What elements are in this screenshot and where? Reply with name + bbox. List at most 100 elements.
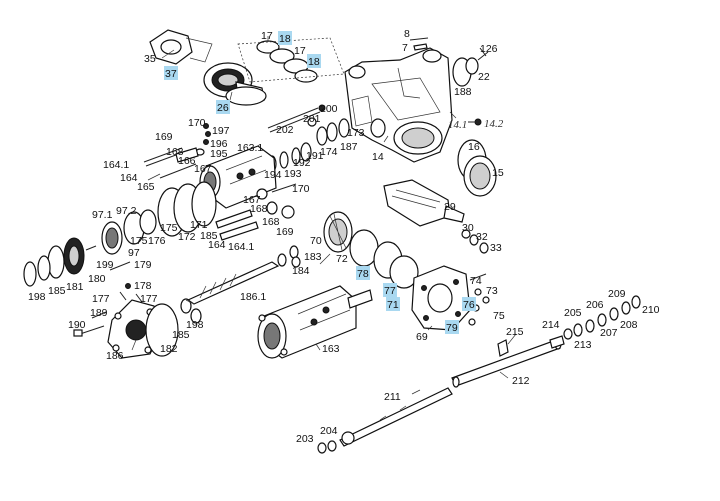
label-164-1b: 164.1 — [228, 241, 254, 253]
label-164-1a: 164.1 — [103, 159, 129, 171]
label-26: 26 — [217, 102, 229, 114]
label-71: 71 — [387, 299, 399, 311]
label-14-1: 14.1 — [448, 119, 467, 131]
label-212: 212 — [512, 375, 530, 387]
label-180: 180 — [88, 273, 106, 285]
label-163: 163 — [322, 343, 340, 355]
label-194: 194 — [264, 169, 282, 181]
label-167a: 167 — [194, 163, 212, 175]
label-184: 184 — [292, 265, 310, 277]
label-215: 215 — [506, 326, 524, 338]
pins-199-179 — [109, 261, 143, 303]
housing-14 — [344, 47, 453, 163]
label-78: 78 — [357, 268, 369, 280]
label-178: 178 — [134, 280, 152, 292]
label-195: 195 — [210, 148, 228, 160]
label-190: 190 — [68, 319, 86, 331]
label-69: 69 — [416, 331, 428, 343]
label-97: 97 — [128, 247, 140, 259]
label-183: 183 — [304, 251, 322, 263]
spring-parts-165-164 — [215, 183, 297, 241]
label-15: 15 — [492, 167, 504, 179]
seal-22-188 — [452, 47, 489, 87]
label-17b: 17 — [294, 45, 306, 57]
label-210: 210 — [642, 304, 660, 316]
spring-202 — [267, 104, 326, 133]
label-170a: 170 — [188, 117, 206, 129]
label-198a: 198 — [28, 291, 46, 303]
label-193: 193 — [284, 168, 302, 180]
label-168a: 168 — [166, 146, 184, 158]
label-202: 202 — [276, 124, 294, 136]
label-187: 187 — [340, 141, 358, 153]
label-97-1: 97.1 — [92, 209, 113, 221]
label-171: 171 — [190, 219, 208, 231]
cylinder-163 — [257, 285, 373, 359]
label-77: 77 — [384, 285, 396, 297]
screws-164-168 — [143, 147, 199, 179]
label-17a: 17 — [261, 30, 273, 42]
pin-8-7 — [409, 37, 429, 51]
label-204: 204 — [320, 425, 338, 437]
label-206: 206 — [586, 299, 604, 311]
label-185b: 185 — [48, 285, 66, 297]
label-70: 70 — [310, 235, 322, 247]
label-186: 186 — [106, 350, 124, 362]
label-73: 73 — [486, 285, 498, 297]
label-198b: 198 — [186, 319, 204, 331]
label-170b: 170 — [292, 183, 310, 195]
label-76: 76 — [463, 299, 475, 311]
label-179: 179 — [134, 259, 152, 271]
label-185a: 185 — [200, 230, 218, 242]
label-214: 214 — [542, 319, 560, 331]
label-197: 197 — [212, 125, 230, 137]
label-188: 188 — [454, 86, 472, 98]
label-174: 174 — [320, 146, 338, 158]
label-165: 165 — [137, 181, 155, 193]
label-182: 182 — [160, 343, 178, 355]
leader-lines — [131, 36, 517, 395]
small-parts-170-197 — [195, 123, 211, 156]
part-labels: 35 37 26 17 18 17 18 8 7 126 22 188 170 … — [28, 28, 660, 445]
label-75: 75 — [493, 310, 505, 322]
label-32: 32 — [476, 231, 488, 243]
label-177b: 177 — [140, 293, 158, 305]
label-29: 29 — [444, 201, 456, 213]
highlight-boxes — [164, 31, 476, 334]
label-169a: 169 — [155, 131, 173, 143]
label-8: 8 — [404, 28, 410, 40]
label-22: 22 — [478, 71, 490, 83]
label-173: 173 — [347, 127, 365, 139]
label-185c: 185 — [172, 329, 190, 341]
label-74: 74 — [470, 275, 482, 287]
cover-16-15 — [457, 139, 497, 197]
label-16: 16 — [468, 141, 480, 153]
label-186-1: 186.1 — [240, 291, 266, 303]
label-18b: 18 — [308, 56, 320, 68]
label-200: 200 — [320, 103, 338, 115]
label-201: 201 — [303, 113, 321, 125]
bearing-181 — [23, 237, 85, 287]
screw-14-1 — [468, 118, 482, 126]
label-33: 33 — [490, 242, 502, 254]
rings-213-210 — [563, 295, 641, 340]
label-196: 196 — [210, 138, 228, 150]
label-192: 192 — [293, 157, 311, 169]
label-37: 37 — [165, 68, 177, 80]
label-191: 191 — [306, 150, 324, 162]
rings-17-18 — [237, 37, 345, 83]
shaft-211 — [317, 387, 453, 454]
label-208: 208 — [620, 319, 638, 331]
label-167b: 167 — [243, 194, 261, 206]
label-176: 176 — [148, 235, 166, 247]
label-181: 181 — [66, 281, 84, 293]
gear-97 — [85, 209, 157, 255]
label-30: 30 — [462, 222, 474, 234]
label-213: 213 — [574, 339, 592, 351]
rings-171-172 — [157, 181, 217, 237]
label-79: 79 — [446, 322, 458, 334]
label-169b: 169 — [276, 226, 294, 238]
label-172: 172 — [178, 231, 196, 243]
